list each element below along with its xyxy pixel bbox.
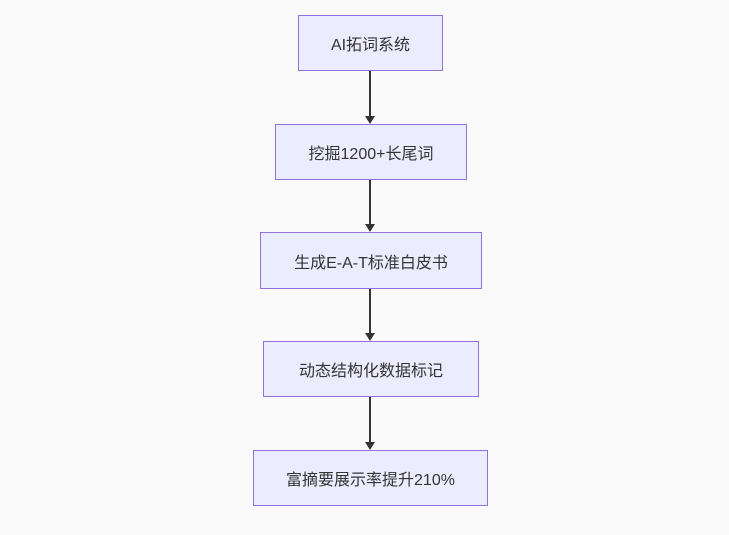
flowchart-node-rich-snippet-result: 富摘要展示率提升210%: [253, 450, 488, 506]
node-label: 挖掘1200+长尾词: [308, 146, 434, 163]
flowchart-node-longtail-mining: 挖掘1200+长尾词: [275, 124, 467, 180]
flow-arrow: [364, 180, 376, 232]
arrowhead-down-icon: [365, 224, 375, 232]
arrowhead-down-icon: [365, 442, 375, 450]
node-label: 富摘要展示率提升210%: [286, 472, 455, 489]
flow-arrow: [364, 71, 376, 124]
arrowhead-down-icon: [365, 333, 375, 341]
arrow-line: [369, 180, 371, 227]
flowchart-node-ai-keyword-system: AI拓词系统: [298, 15, 443, 71]
arrowhead-down-icon: [365, 116, 375, 124]
flowchart-node-eat-whitepaper: 生成E-A-T标准白皮书: [260, 232, 482, 289]
node-label: 生成E-A-T标准白皮书: [294, 254, 448, 272]
node-label: 动态结构化数据标记: [298, 363, 443, 380]
node-label: AI拓词系统: [330, 37, 411, 54]
flow-arrow: [364, 289, 376, 341]
flow-arrow: [364, 397, 376, 450]
arrow-line: [369, 71, 371, 119]
arrow-line: [369, 289, 371, 336]
flowchart-node-structured-data-markup: 动态结构化数据标记: [263, 341, 479, 397]
arrow-line: [369, 397, 371, 445]
